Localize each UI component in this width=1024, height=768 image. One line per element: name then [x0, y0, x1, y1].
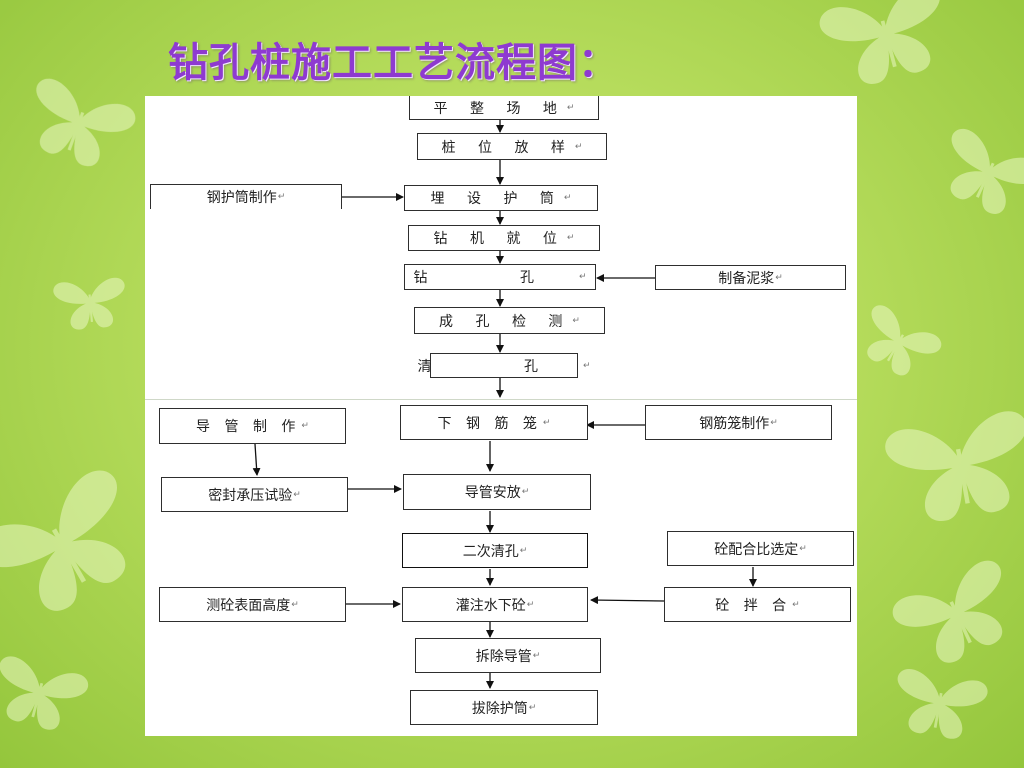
- box-leveling: 平 整 场 地↵: [409, 96, 599, 120]
- box-secondary-cleaning: 二次清孔↵: [402, 533, 588, 568]
- box-conduit-placement: 导管安放↵: [403, 474, 591, 510]
- box-cage-fabrication: 钢筋笼制作↵: [645, 405, 832, 440]
- box-drilling: 钻 孔↵: [404, 264, 596, 290]
- box-casing-fabrication: 钢护筒制作↵: [150, 184, 342, 209]
- box-hole-inspection: 成 孔 检 测↵: [414, 307, 605, 334]
- box-pull-casing: 拔除护筒↵: [410, 690, 598, 725]
- box-remove-conduit: 拆除导管↵: [415, 638, 601, 673]
- box-mix-ratio-selection: 砼配合比选定↵: [667, 531, 854, 566]
- arrow-mixing-to-pour: [590, 596, 665, 605]
- box-conduit-fabrication: 导 管 制 作↵: [159, 408, 346, 444]
- box-pile-layout: 桩 位 放 样↵: [417, 133, 607, 160]
- slide-title: 钻孔桩施工工艺流程图：: [168, 40, 619, 86]
- arrow-conduit-fab-to-seal: [252, 443, 261, 476]
- box-hole-cleaning: 清 孔↵: [418, 353, 591, 378]
- box-concrete-mixing: 砼 拌 合↵: [664, 587, 851, 622]
- box-measure-concrete-surface: 测砼表面高度↵: [159, 587, 346, 622]
- box-lower-cage: 下 钢 筋 笼↵: [400, 405, 588, 440]
- box-mud-preparation: 制备泥浆↵: [655, 265, 846, 290]
- box-bury-casing: 埋 设 护 筒↵: [404, 185, 598, 211]
- box-underwater-concrete: 灌注水下砼↵: [402, 587, 588, 622]
- section-divider: [145, 399, 857, 400]
- box-seal-pressure-test: 密封承压试验↵: [161, 477, 348, 512]
- box-rig-in-place: 钻 机 就 位↵: [408, 225, 600, 251]
- flowchart-panel: 平 整 场 地↵ 桩 位 放 样↵ 钢护筒制作↵ 埋 设 护 筒↵ 钻 机 就 …: [145, 96, 857, 736]
